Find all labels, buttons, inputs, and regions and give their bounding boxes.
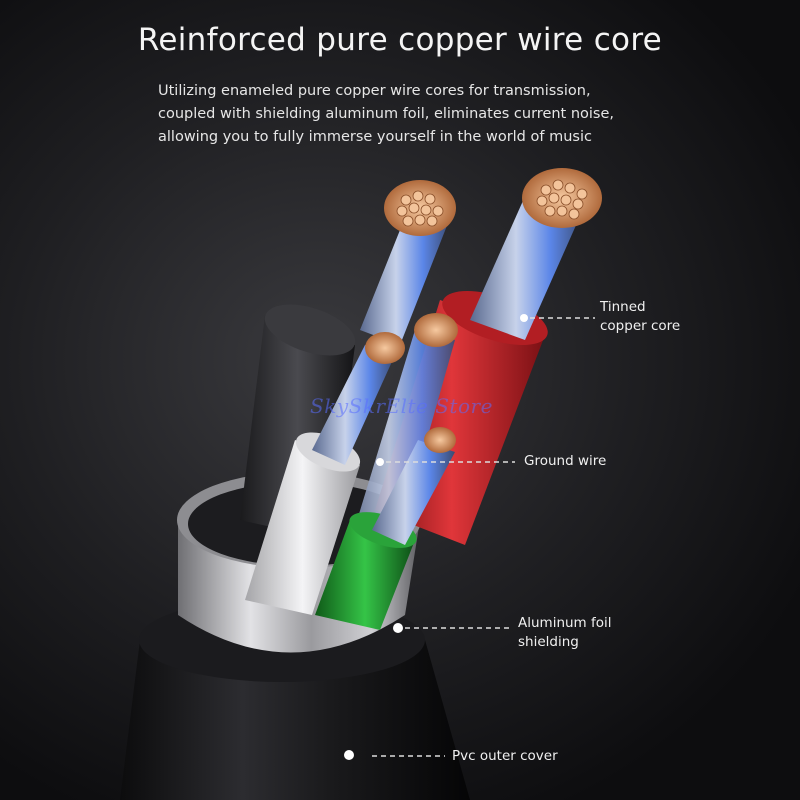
- description-line-3: allowing you to fully immerse yourself i…: [158, 129, 592, 145]
- description-line-2: coupled with shielding aluminum foil, el…: [158, 106, 615, 122]
- callout-ground-wire: Ground wire: [524, 453, 607, 469]
- callout-foil-line-1: Aluminum foil: [518, 615, 612, 631]
- description: Utilizing enameled pure copper wire core…: [158, 80, 718, 149]
- page-title: Reinforced pure copper wire core: [137, 22, 663, 58]
- callout-tinned-line-2: copper core: [600, 318, 681, 334]
- callout-pvc-outer-cover: Pvc outer cover: [452, 748, 558, 764]
- callout-foil-line-2: shielding: [518, 634, 579, 650]
- callout-tinned-copper-core: Tinned copper core: [600, 298, 680, 336]
- callout-tinned-line-1: Tinned: [600, 299, 646, 315]
- white-wire: [245, 332, 405, 615]
- callout-pvc-pointer: [344, 750, 445, 760]
- callout-aluminum-foil: Aluminum foil shielding: [518, 614, 612, 652]
- ground-wire-strands: [345, 313, 458, 570]
- callout-foil-pointer: [393, 623, 512, 633]
- callout-ground-pointer: [376, 458, 515, 466]
- description-line-1: Utilizing enameled pure copper wire core…: [158, 83, 591, 99]
- callout-tinned-pointer: [520, 314, 595, 322]
- store-watermark: SkySkrElte Store: [310, 394, 493, 418]
- green-wire: [315, 427, 456, 630]
